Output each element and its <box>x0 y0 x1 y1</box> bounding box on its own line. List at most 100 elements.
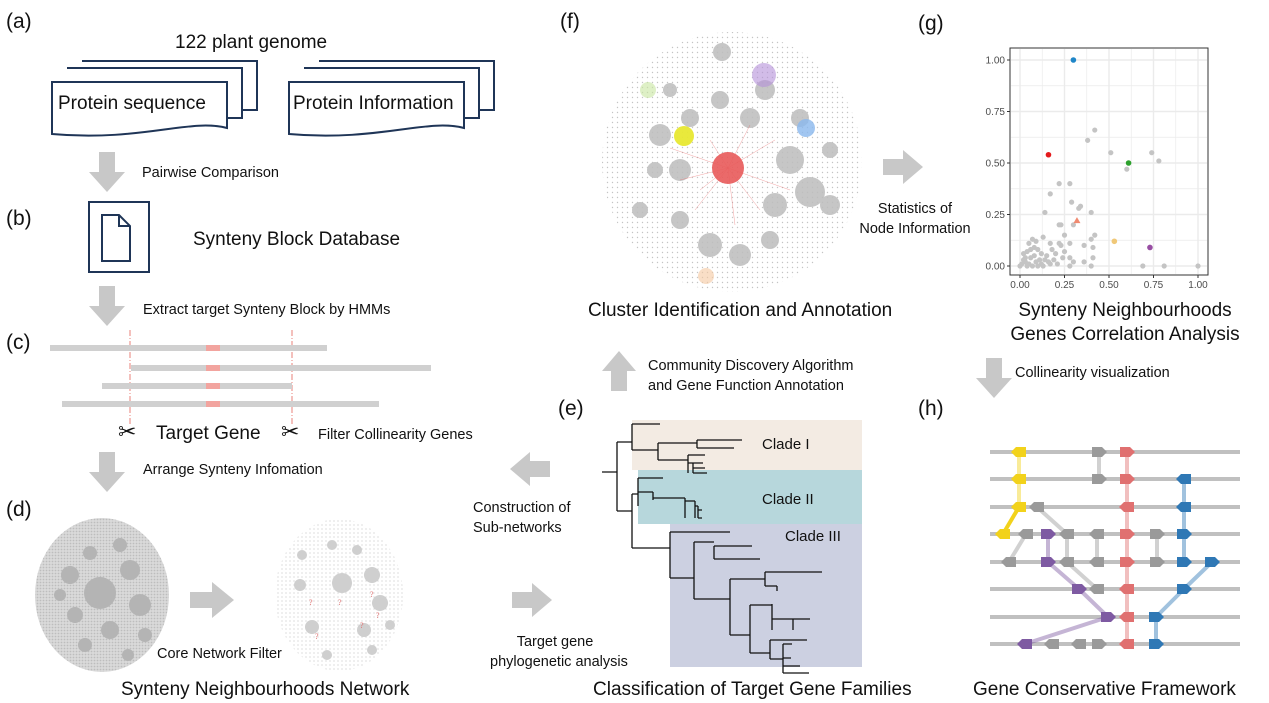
svg-text:?: ? <box>360 621 364 630</box>
cluster-blue <box>797 119 815 137</box>
arrow-down-icon <box>89 152 125 192</box>
gene-arrow-icon <box>1041 557 1056 567</box>
background-point <box>1056 181 1062 187</box>
extract-synteny-text: Extract target Synteny Block by HMMs <box>143 302 391 318</box>
background-point <box>1067 255 1073 261</box>
core-network-filter-text: Core Network Filter <box>157 646 282 662</box>
panel-label-d: (d) <box>6 498 32 521</box>
background-point <box>1088 263 1094 269</box>
background-point <box>1060 255 1066 261</box>
gene-arrow-icon <box>1120 529 1135 539</box>
background-point <box>1026 240 1032 246</box>
gray-clusters <box>632 43 840 266</box>
background-point <box>1090 244 1096 251</box>
synteny-block-database-title: Synteny Block Database <box>193 229 401 250</box>
y-tick-label: 0.75 <box>986 107 1006 118</box>
gene-arrow-icon <box>1119 502 1134 512</box>
clade-2-label: Clade II <box>762 491 814 508</box>
gene-arrow-icon <box>1120 474 1135 484</box>
target-gene-label: Target Gene <box>156 423 261 444</box>
arrow-down-icon <box>976 358 1012 398</box>
clade-3-label: Clade III <box>785 528 841 545</box>
filter-collinearity-text: Filter Collinearity Genes <box>318 427 473 443</box>
gene-arrow-icon <box>1001 557 1016 567</box>
subnet-line-1: Construction of <box>473 500 571 516</box>
target-gene-mark <box>206 401 220 407</box>
scissors-icon: ✂ <box>281 419 300 444</box>
background-point <box>1088 236 1094 242</box>
background-point <box>1035 263 1041 269</box>
correlation-title-line-1: Synteny Neighbourhoods <box>1018 300 1232 321</box>
clade-1-region <box>632 420 862 470</box>
highlighted-point <box>1045 151 1052 158</box>
background-point <box>1031 244 1037 251</box>
background-point <box>1038 251 1044 257</box>
gene-arrow-icon <box>995 529 1010 539</box>
gene-arrow-icon <box>1177 584 1192 594</box>
background-point <box>1020 251 1027 257</box>
gene-framework <box>990 447 1240 649</box>
panel-label-g: (g) <box>918 12 944 35</box>
arrow-down-icon <box>89 452 125 492</box>
clade-2-region <box>638 470 862 524</box>
cluster-annotation-title: Cluster Identification and Annotation <box>588 300 893 321</box>
scissors-icon: ✂ <box>118 419 137 444</box>
y-tick-label: 0.50 <box>986 159 1006 170</box>
core-network: ??? ??? <box>275 519 403 671</box>
background-point <box>1085 137 1091 143</box>
background-point <box>1076 205 1082 211</box>
gene-arrow-icon <box>1120 557 1135 567</box>
gene-arrow-icon <box>1092 447 1107 457</box>
gene-arrow-icon <box>1059 529 1074 539</box>
stats-line-1: Statistics of <box>877 201 953 217</box>
gene-arrow-icon <box>1177 557 1192 567</box>
phylo-line-2: phylogenetic analysis <box>490 654 628 670</box>
protein-sequence-doc-stack <box>51 60 258 137</box>
arrow-left-icon <box>510 452 550 486</box>
background-point <box>1044 253 1050 259</box>
tree-branches <box>602 423 822 674</box>
arrow-right-icon <box>512 583 552 617</box>
highlighted-point <box>1111 238 1118 245</box>
gene-arrow-icon <box>1017 639 1032 649</box>
gene-arrow-icon <box>1092 639 1107 649</box>
gene-arrow-icon <box>1011 474 1026 484</box>
collinearity-visualization-text: Collinearity visualization <box>1015 365 1170 381</box>
background-point <box>1156 158 1162 164</box>
file-document-icon <box>101 214 131 262</box>
clade-1-label: Clade I <box>762 436 810 453</box>
cluster-yellow <box>674 126 694 146</box>
synteny-block-bar <box>50 345 327 351</box>
background-point <box>1045 259 1052 265</box>
background-point <box>1124 166 1130 172</box>
gene-arrow-icon <box>1089 584 1104 594</box>
gene-arrow-icon <box>1089 529 1104 539</box>
sub-networks-text: Construction of Sub-networks <box>473 498 571 538</box>
background-point <box>1040 263 1046 269</box>
background-point <box>1028 255 1034 261</box>
protein-sequence-label: Protein sequence <box>58 93 206 114</box>
panel-label-h: (h) <box>918 397 944 420</box>
x-tick-label: 0.50 <box>1099 280 1119 291</box>
background-point <box>1061 248 1068 255</box>
node-statistics-text: Statistics of Node Information <box>850 199 980 239</box>
background-point <box>1161 263 1167 269</box>
cluster-green <box>640 82 656 98</box>
highlighted-point <box>1125 160 1132 166</box>
protein-information-label: Protein Information <box>293 93 454 114</box>
background-point <box>1053 251 1059 257</box>
x-tick-label: 0.75 <box>1144 280 1164 291</box>
gene-arrow-icon <box>1072 584 1087 594</box>
target-gene-mark <box>206 383 220 389</box>
gene-arrow-icon <box>1176 474 1191 484</box>
community-line-1: Community Discovery Algorithm <box>648 358 854 374</box>
background-point <box>1040 234 1046 240</box>
background-point <box>1054 261 1060 267</box>
synteny-network-title: Synteny Neighbourhoods Network <box>121 679 410 700</box>
synteny-block-bar <box>62 401 379 407</box>
gene-arrow-icon <box>1205 557 1220 567</box>
gene-arrow-icon <box>1150 557 1165 567</box>
arrow-up-icon <box>602 351 636 391</box>
correlation-title-line-2: Genes Correlation Analysis <box>1010 324 1240 345</box>
y-tick-label: 1.00 <box>986 56 1006 67</box>
